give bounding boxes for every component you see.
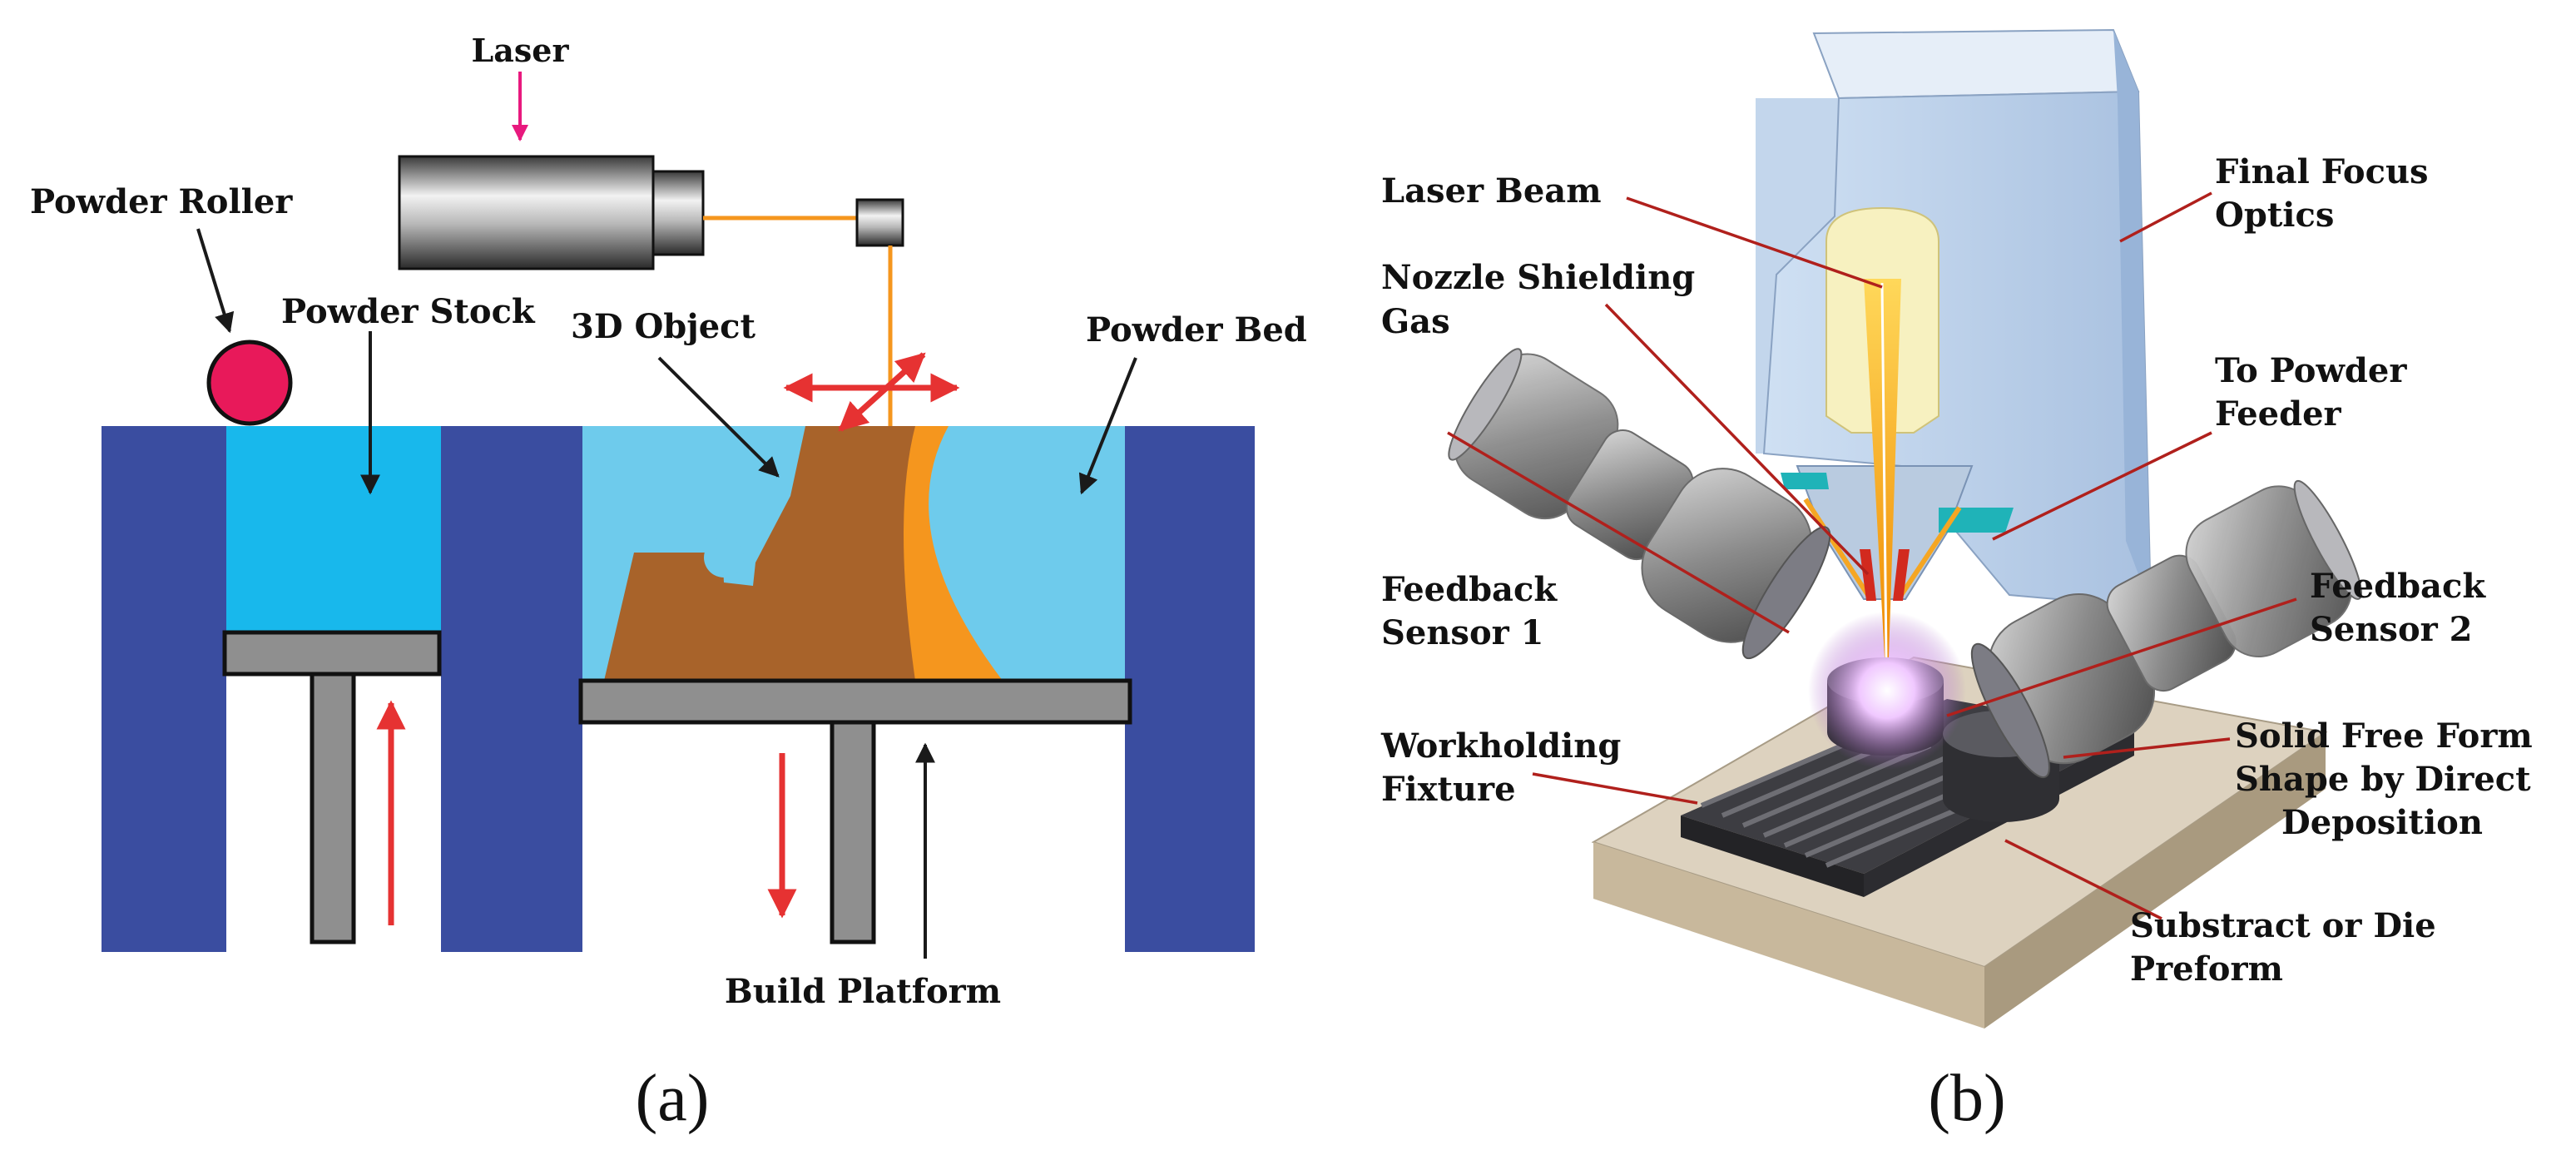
right-wall (1125, 426, 1255, 952)
label-laser: Laser (472, 32, 570, 69)
scan-y-arrow (838, 352, 926, 432)
label-substract-1: Substract or Die (2130, 906, 2436, 945)
substrate-right-side (1984, 732, 2326, 1029)
label-final-focus-2: Optics (2215, 196, 2334, 235)
label-laser-beam: Laser Beam (1381, 171, 1602, 211)
leader-sensor-1-inner (1447, 431, 1790, 634)
feedback-sensor-2 (1970, 479, 2362, 779)
panel-b: Laser Beam Nozzle Shielding Gas Final Fo… (1380, 28, 2533, 1135)
label-solid-3: Deposition (2281, 803, 2483, 842)
caption-b: (b) (1928, 1062, 2005, 1135)
label-final-focus-1: Final Focus (2215, 152, 2429, 191)
stock-piston-head (222, 630, 442, 677)
scanning-mirror (855, 198, 904, 247)
leader-workholding (1532, 772, 1698, 805)
laser-beam-cone (1864, 279, 1901, 657)
optics-housing-front (1756, 98, 1839, 454)
label-powder-stock: Powder Stock (281, 292, 536, 331)
nozzle-ring-left (1781, 473, 1829, 489)
powder-roller (206, 340, 293, 426)
leader-sensor-2-inner (1946, 597, 2297, 717)
leader-final-focus (2119, 191, 2212, 243)
powder-stock (226, 426, 441, 632)
label-powder-bed: Powder Bed (1086, 310, 1307, 349)
laser-nozzle (651, 170, 705, 256)
left-wall (102, 426, 226, 952)
label-sensor-1-a: Feedback (1381, 570, 1558, 609)
nozzle-tip-left (1860, 549, 1876, 601)
3d-object-leader (657, 356, 780, 478)
label-to-powder-1: To Powder (2215, 351, 2407, 390)
build-platform-rod (830, 720, 876, 944)
label-sensor-2-b: Sensor 2 (2310, 610, 2472, 649)
label-substract-2: Preform (2130, 949, 2283, 989)
fixture-side (1681, 815, 1864, 897)
melt-zone (884, 426, 1003, 681)
laser-beam-core (1880, 282, 1888, 658)
3d-object (604, 426, 915, 681)
label-powder-roller: Powder Roller (30, 182, 293, 221)
leader-powder-feeder (1992, 431, 2212, 541)
object-notch (704, 538, 744, 578)
label-solid-1: Solid Free Form (2235, 716, 2533, 756)
leader-lines (1447, 191, 2297, 920)
optics-side (2113, 30, 2151, 607)
label-sensor-1-b: Sensor 1 (1381, 613, 1543, 652)
label-nozzle-shielding-1: Nozzle Shielding (1381, 258, 1695, 297)
label-workholding-1: Workholding (1380, 726, 1621, 766)
label-workholding-2: Fixture (1381, 770, 1516, 809)
build-platform-head (578, 678, 1132, 725)
label-nozzle-shielding-2: Gas (1381, 302, 1450, 341)
label-sensor-2-a: Feedback (2310, 567, 2486, 606)
powder-feed-right (1899, 506, 1962, 597)
leader-substrate (2004, 839, 2162, 920)
stock-piston-rod (310, 672, 356, 944)
middle-wall (441, 426, 582, 952)
leader-laser-beam (1626, 196, 1883, 289)
laser-body (398, 155, 655, 270)
feedback-sensor-1 (1448, 348, 1831, 660)
label-3d-object: 3D Object (571, 307, 756, 346)
melt-pool-glow (1808, 612, 1966, 770)
panel-a: Laser Powder Roller Powder Stock 3D Obje… (30, 32, 1307, 1135)
optics-top (1812, 28, 2140, 100)
caption-a: (a) (636, 1062, 710, 1135)
leader-nozzle-gas (1604, 303, 1870, 576)
nozzle-tip-right (1893, 549, 1910, 601)
roller-leader (196, 228, 235, 334)
label-solid-2: Shape by Direct (2235, 760, 2531, 799)
leader-solid-free-form (2063, 737, 2231, 759)
substrate-left-side (1593, 842, 1984, 1029)
powder-bed-leader (1078, 357, 1137, 495)
label-build-platform: Build Platform (725, 972, 1001, 1011)
powder-feed-left (1803, 498, 1870, 597)
label-to-powder-2: Feeder (2215, 394, 2342, 434)
